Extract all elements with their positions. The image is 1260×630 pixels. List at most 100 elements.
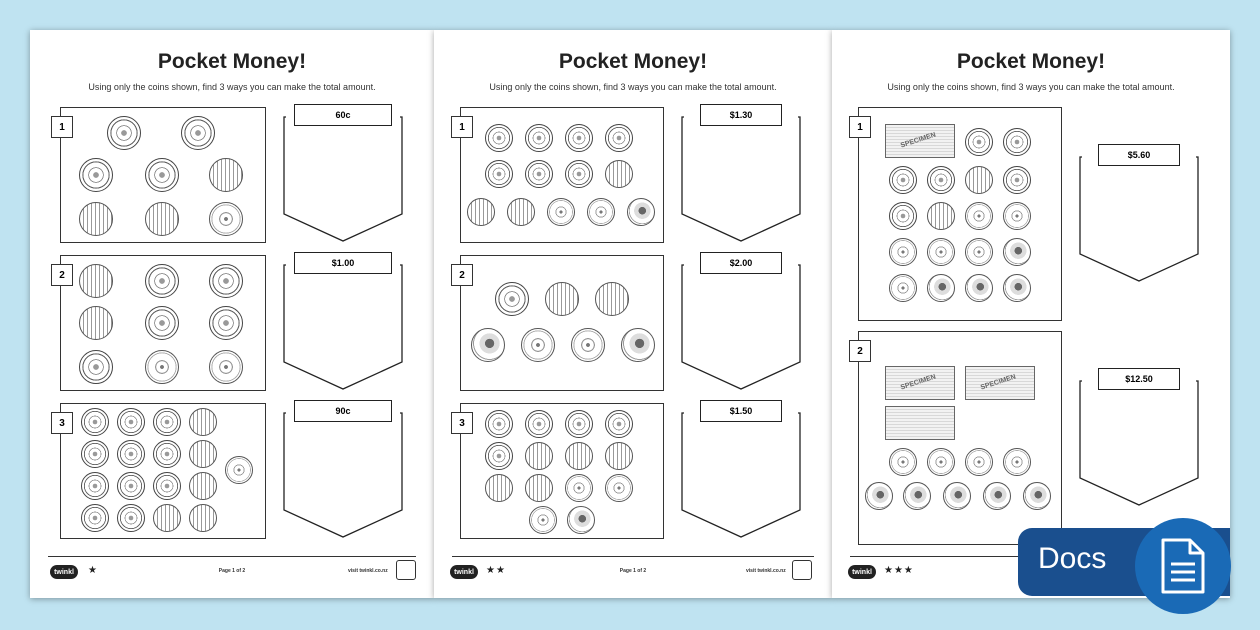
coin-1dollar (965, 202, 993, 230)
specimen-label: SPECIMEN (899, 131, 937, 150)
coin-50c (605, 160, 633, 188)
coin-20c (79, 158, 113, 192)
coin-20c (525, 124, 553, 152)
coin-2dollar (1003, 238, 1031, 266)
coin-20c (209, 264, 243, 298)
pocket-q1: $1.30 (674, 104, 808, 244)
coin-20c (889, 166, 917, 194)
pocket-q1: $5.60 (1072, 144, 1206, 284)
coin-1dollar (529, 506, 557, 534)
pocket-outline (283, 412, 403, 538)
coin-2dollar (567, 506, 595, 534)
coin-20c (153, 408, 181, 436)
visit-link: visit twinkl.co.nz (348, 568, 388, 574)
coin-box-q2: 2 (51, 255, 266, 391)
amount-tag: $5.60 (1098, 144, 1180, 166)
coin-1dollar (965, 448, 993, 476)
question-number: 2 (51, 264, 73, 286)
coin-20c (485, 442, 513, 470)
page-number: Page 1 of 2 (218, 568, 246, 574)
coin-box-q1: 1 (451, 107, 664, 243)
coin-50c (485, 474, 513, 502)
coin-50c (565, 442, 593, 470)
coin-1dollar (889, 274, 917, 302)
coin-50c (525, 442, 553, 470)
specimen-label: SPECIMEN (899, 373, 937, 392)
coin-1dollar (927, 238, 955, 266)
page-title: Pocket Money! (956, 50, 1106, 73)
pocket-outline (283, 116, 403, 242)
coin-50c (507, 198, 535, 226)
coin-box-q1: 1 (51, 107, 266, 243)
coin-20c (1003, 128, 1031, 156)
question-number: 3 (451, 412, 473, 434)
coin-20c (81, 440, 109, 468)
coin-20c (209, 306, 243, 340)
banknote-5dollar: SPECIMEN (885, 124, 955, 158)
coin-20c (565, 410, 593, 438)
pocket-outline (283, 264, 403, 390)
coin-20c (605, 410, 633, 438)
question-number: 2 (849, 340, 871, 362)
coin-2dollar (1003, 274, 1031, 302)
coin-2dollar (471, 328, 505, 362)
instructions: Using only the coins shown, find 3 ways … (489, 82, 777, 92)
coin-50c (79, 306, 113, 340)
pocket-q3: 90c (276, 400, 410, 540)
coin-1dollar (209, 350, 243, 384)
coin-20c (927, 166, 955, 194)
coin-1dollar (965, 238, 993, 266)
coin-1dollar (145, 350, 179, 384)
coin-20c (889, 202, 917, 230)
page-number: Page 1 of 2 (619, 568, 647, 574)
coin-50c (189, 440, 217, 468)
coin-1dollar (1003, 448, 1031, 476)
amount-tag: $1.50 (700, 400, 782, 422)
coin-box-q1: 1 SPECIMEN (849, 107, 1062, 321)
coin-50c (153, 504, 181, 532)
pocket-outline (1079, 156, 1199, 282)
coin-2dollar (965, 274, 993, 302)
amount-tag: $1.30 (700, 104, 782, 126)
coin-2dollar (865, 482, 893, 510)
coin-20c (81, 504, 109, 532)
question-number: 1 (451, 116, 473, 138)
page-title: Pocket Money! (558, 50, 708, 73)
coin-50c (525, 474, 553, 502)
coin-20c (1003, 166, 1031, 194)
coin-1dollar (209, 202, 243, 236)
pocket-outline (681, 116, 801, 242)
coin-50c (189, 408, 217, 436)
coin-20c (81, 472, 109, 500)
coin-1dollar (927, 448, 955, 476)
coin-20c (153, 440, 181, 468)
coin-1dollar (565, 474, 593, 502)
coin-1dollar (547, 198, 575, 226)
coin-box-q2: 2 SPECIMEN SPECIMEN (849, 331, 1062, 545)
banknote-5dollar: SPECIMEN (885, 366, 955, 400)
difficulty-stars: ★★ (486, 565, 506, 576)
coin-box-q3: 3 (451, 403, 664, 539)
coin-2dollar (903, 482, 931, 510)
page-title: Pocket Money! (157, 50, 307, 73)
coin-50c (79, 202, 113, 236)
coin-20c (117, 440, 145, 468)
coin-20c (181, 116, 215, 150)
pocket-q2: $12.50 (1072, 368, 1206, 508)
quality-badge-icon (792, 560, 812, 580)
docs-label: Docs (1038, 542, 1107, 575)
footer-line (48, 556, 416, 557)
visit-link: visit twinkl.co.nz (746, 568, 786, 574)
coin-box-q3: 3 (51, 403, 266, 539)
difficulty-stars: ★ (88, 565, 98, 576)
pocket-outline (681, 264, 801, 390)
coin-50c (189, 472, 217, 500)
coin-50c (605, 442, 633, 470)
pocket-q2: $1.00 (276, 252, 410, 392)
coin-20c (107, 116, 141, 150)
pocket-outline (1079, 380, 1199, 506)
instructions: Using only the coins shown, find 3 ways … (88, 82, 376, 92)
coin-20c (485, 124, 513, 152)
coin-20c (81, 408, 109, 436)
coin-20c (117, 472, 145, 500)
